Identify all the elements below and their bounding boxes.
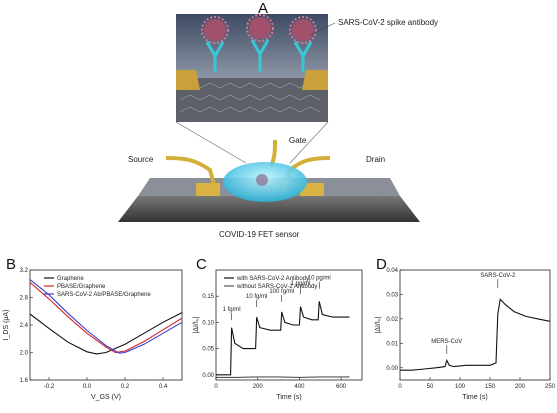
device-caption: COVID-19 FET sensor — [219, 230, 300, 239]
y-tick-label: 0.02 — [386, 317, 398, 323]
chart-d: 0 50 100 150 200 250 0.00 0.01 0.02 0.03 0.04Time … — [375, 268, 556, 401]
annotation-label: MERS-CoV — [431, 339, 462, 345]
annotation-label: 10 fg/ml — [246, 294, 267, 300]
x-tick-label: 200 — [253, 384, 264, 390]
plot-frame — [399, 269, 551, 381]
panel-c-letter: C — [196, 256, 207, 273]
x-tick-label: 250 — [545, 384, 556, 390]
x-tick-label: 0.2 — [121, 384, 130, 390]
series-line-0 — [216, 301, 350, 376]
source-label: Source — [128, 155, 154, 164]
y-tick-label: 2.8 — [20, 296, 29, 302]
y-axis-label: |ΔI/I₀| — [375, 316, 382, 333]
y-tick-label: 0.01 — [386, 341, 398, 347]
x-axis-label: Time (s) — [462, 394, 487, 401]
virus-particles — [201, 14, 317, 72]
series-line-2 — [29, 279, 183, 354]
panel-a-letter: A — [258, 0, 269, 17]
legend-label: with SARS-CoV-2 Antibody — [236, 276, 309, 282]
device-substrate — [118, 196, 420, 222]
x-tick-label: -0.2 — [44, 384, 55, 390]
y-tick-label: 1.6 — [20, 378, 29, 384]
y-tick-label: 0.15 — [202, 294, 214, 300]
plot-frame — [215, 269, 363, 381]
x-tick-label: 100 — [455, 384, 466, 390]
chart-b: -0.2 0.0 0.2 0.4 1.6 2.0 2.4 2.8 3.2V_GS (V) I_DS… — [3, 268, 183, 401]
x-axis-label: Time (s) — [276, 394, 301, 401]
y-tick-label: 0.10 — [202, 320, 214, 326]
x-axis-label: V_GS (V) — [91, 394, 121, 401]
x-tick-label: 0 — [398, 384, 402, 390]
y-tick-label: 2.4 — [20, 323, 29, 329]
legend-label: SARS-CoV-2 Ab/PBASE/Graphene — [57, 292, 151, 298]
y-tick-label: 0.03 — [386, 292, 398, 298]
y-axis-label: I_DS (µA) — [3, 310, 10, 341]
annotation-label: 1 fg/ml — [223, 307, 241, 313]
x-tick-label: 0.4 — [159, 384, 168, 390]
y-tick-label: 0.04 — [386, 268, 398, 274]
y-tick-label: 2.0 — [20, 351, 29, 357]
x-tick-label: 0 — [214, 384, 218, 390]
legend-label: without SARS-CoV-2 Antibody — [236, 284, 317, 290]
y-axis-label: |ΔI/I₀| — [193, 316, 200, 333]
legend-label: PBASE/Graphene — [57, 284, 106, 290]
y-tick-label: 0.00 — [386, 366, 398, 372]
spike-antibody-label: SARS-CoV-2 spike antibody — [338, 18, 438, 27]
series-line-1 — [29, 281, 183, 354]
x-tick-label: 200 — [515, 384, 526, 390]
gate-label: Gate — [289, 136, 307, 145]
series-line-0 — [400, 298, 551, 371]
y-tick-label: 3.2 — [20, 268, 29, 274]
series-line-1 — [216, 376, 350, 378]
drain-label: Drain — [366, 155, 385, 164]
x-tick-label: 150 — [485, 384, 496, 390]
x-tick-label: 50 — [427, 384, 434, 390]
x-tick-label: 600 — [336, 384, 347, 390]
y-tick-label: 0.00 — [202, 373, 214, 379]
series-line-0 — [29, 312, 183, 355]
annotation-label: 100 fg/ml — [269, 289, 294, 295]
annotation-label: 10 pg/ml — [308, 276, 331, 282]
annotation-label: 1 pg/ml — [291, 281, 311, 287]
x-tick-label: 400 — [294, 384, 305, 390]
panel-d-letter: D — [376, 256, 387, 273]
legend-label: Graphene — [57, 276, 84, 282]
x-tick-label: 0.0 — [83, 384, 92, 390]
panel-b-letter: B — [6, 256, 17, 273]
annotation-label: SARS-CoV-2 — [480, 273, 516, 279]
panel-a-illustration — [118, 14, 420, 222]
y-tick-label: 0.05 — [202, 347, 214, 353]
panel-a-labels: SARS-CoV-2 spike antibody Gate Source Dr… — [128, 18, 438, 239]
